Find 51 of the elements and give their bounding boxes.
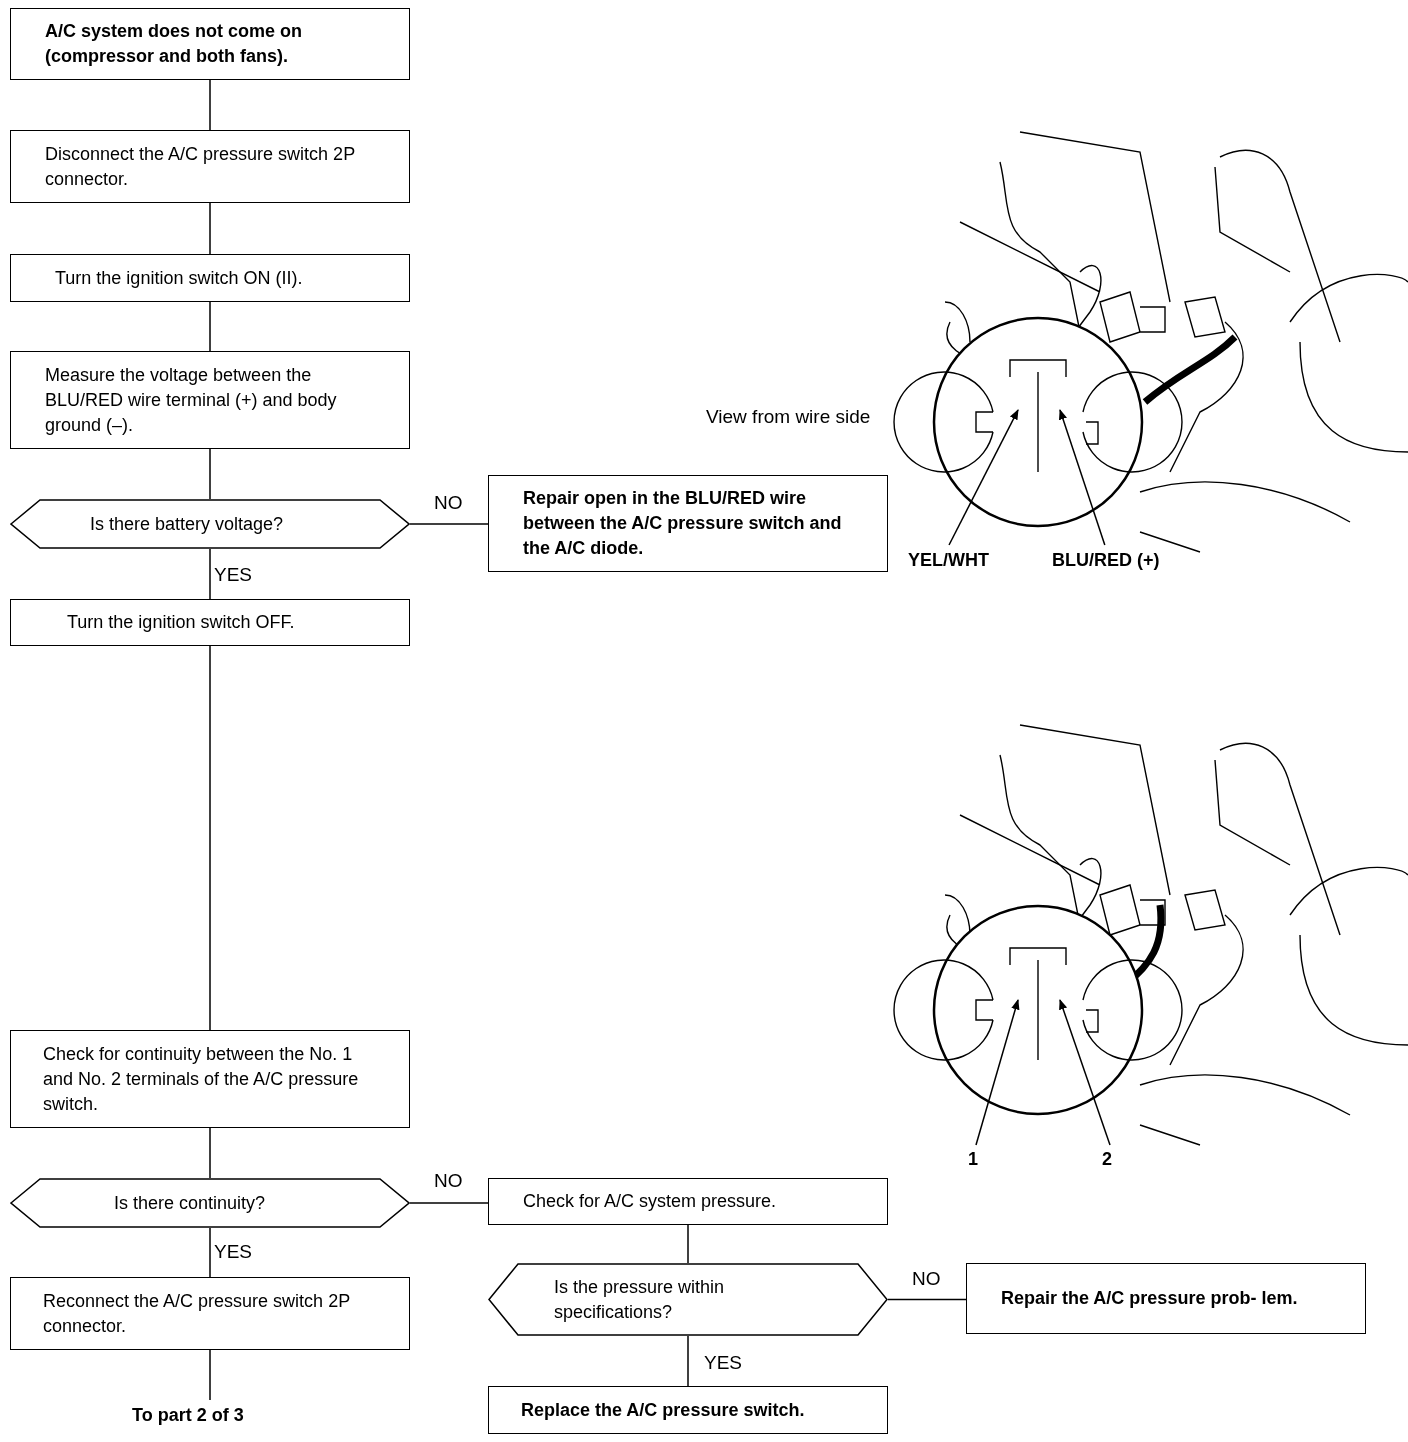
process-box — [488, 475, 888, 572]
leader-arrow — [975, 999, 1020, 1146]
step-text: Is there continuity? — [114, 1191, 266, 1215]
connector-line — [887, 1298, 967, 1301]
step-text: Is there battery voltage? — [90, 512, 284, 536]
process-box — [10, 130, 410, 203]
connector-line — [209, 301, 211, 352]
decision-box — [10, 1178, 410, 1228]
connector-line — [409, 523, 489, 525]
leader-arrow — [1059, 409, 1106, 546]
process-box — [10, 8, 410, 80]
step-text: Reconnect the A/C pressure switch 2P connector. — [43, 1289, 351, 1338]
connector-line — [687, 1335, 689, 1387]
connector-line — [209, 645, 211, 1031]
decision-box — [488, 1263, 888, 1336]
callout-label: BLU/RED (+) — [1052, 548, 1160, 572]
process-box — [10, 1030, 410, 1128]
leader-arrow — [1059, 999, 1111, 1146]
step-text: Repair the A/C pressure prob- lem. — [1001, 1287, 1298, 1310]
process-box — [10, 254, 410, 302]
connector-line — [209, 548, 211, 600]
callout-label: 2 — [1102, 1147, 1112, 1171]
step-text: Disconnect the A/C pressure switch 2P connector. — [45, 142, 356, 191]
step-text: Turn the ignition switch ON (II). — [55, 266, 303, 290]
step-text: Check for A/C system pressure. — [523, 1190, 777, 1213]
process-box — [488, 1178, 888, 1225]
step-text: Is the pressure within specifications? — [554, 1275, 726, 1324]
step-text: Replace the A/C pressure switch. — [521, 1398, 805, 1422]
process-box — [966, 1263, 1366, 1334]
connector-line — [209, 448, 211, 500]
leader-arrow — [948, 409, 1019, 546]
connector-line — [209, 79, 211, 131]
process-box — [488, 1386, 888, 1434]
decision-box — [10, 499, 410, 549]
step-text: Turn the ignition switch OFF. — [67, 611, 295, 634]
continuation-note: To part 2 of 3 — [132, 1403, 244, 1427]
callout-label: 1 — [968, 1147, 978, 1171]
connector-line — [209, 1227, 211, 1278]
step-text: A/C system does not come on (compressor and both fans). — [45, 20, 304, 68]
connector-line — [209, 202, 211, 255]
step-text: Repair open in the BLU/RED wire between the A/C pressure switch and the A/C diode. — [523, 487, 843, 560]
step-text: Measure the voltage between the BLU/RED wire terminal (+) and body ground (–). — [45, 363, 338, 437]
process-box — [10, 1277, 410, 1350]
process-box — [10, 599, 410, 646]
process-box — [10, 351, 410, 449]
connector-line — [687, 1224, 689, 1264]
step-text: Check for continuity between the No. 1 and No. 2 terminals of the A/C pressure switch. — [43, 1042, 360, 1116]
connector-line — [409, 1202, 489, 1204]
connector-line — [209, 1349, 211, 1401]
callout-label: YEL/WHT — [908, 548, 989, 572]
connector-line — [209, 1127, 211, 1179]
